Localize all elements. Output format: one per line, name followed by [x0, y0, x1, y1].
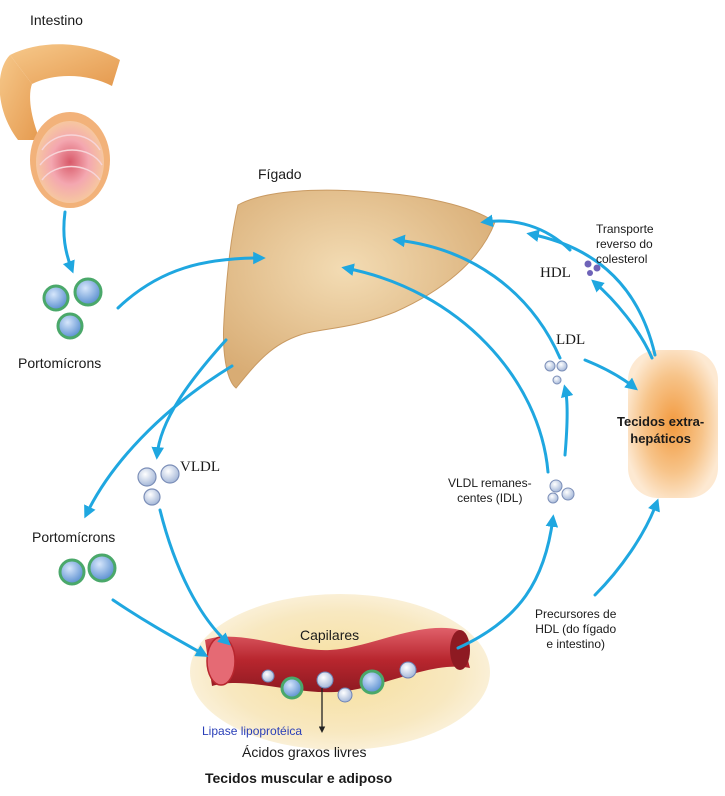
label-hdl-precursors-line-3: e intestino) [535, 637, 616, 652]
label-reverse-transport: Transporte reverso do colesterol [596, 222, 654, 267]
vldl-particles [138, 465, 179, 505]
chylomicron-particles-left [60, 555, 115, 584]
label-extrahepatic-tissues: Tecidos extra- hepáticos [617, 413, 704, 447]
label-idl: VLDL remanes- centes (IDL) [448, 476, 532, 506]
idl-particles [548, 480, 574, 503]
label-hdl-precursors: Precursores de HDL (do fígado e intestin… [535, 607, 616, 652]
label-intestine: Intestino [30, 12, 83, 29]
label-idl-line-2: centes (IDL) [448, 491, 532, 506]
intestine-illustration [0, 44, 120, 208]
label-free-fatty-acids: Ácidos graxos livres [242, 744, 367, 761]
label-lipoprotein-lipase: Lipase lipoprotéica [202, 723, 302, 740]
label-liver: Fígado [258, 166, 302, 183]
label-hdl: HDL [540, 265, 571, 282]
label-chylomicrons-top: Portomícrons [18, 355, 101, 372]
label-capillaries: Capilares [300, 627, 359, 644]
ldl-particles [545, 361, 567, 384]
label-vldl: VLDL [180, 459, 220, 476]
label-ldl: LDL [556, 332, 585, 349]
label-reverse-transport-line-3: colesterol [596, 252, 654, 267]
label-hdl-precursors-line-1: Precursores de [535, 607, 616, 622]
chylomicron-particles-top [44, 279, 101, 338]
label-hdl-precursors-line-2: HDL (do fígado [535, 622, 616, 637]
liver-illustration [224, 190, 496, 388]
label-extrahepatic-line-1: Tecidos extra- [617, 413, 704, 430]
label-reverse-transport-line-2: reverso do [596, 237, 654, 252]
label-chylomicrons-left: Portomícrons [32, 529, 115, 546]
label-idl-line-1: VLDL remanes- [448, 476, 532, 491]
label-reverse-transport-line-1: Transporte [596, 222, 654, 237]
label-muscle-adipose-tissues: Tecidos muscular e adiposo [205, 770, 392, 787]
label-extrahepatic-line-2: hepáticos [617, 430, 704, 447]
